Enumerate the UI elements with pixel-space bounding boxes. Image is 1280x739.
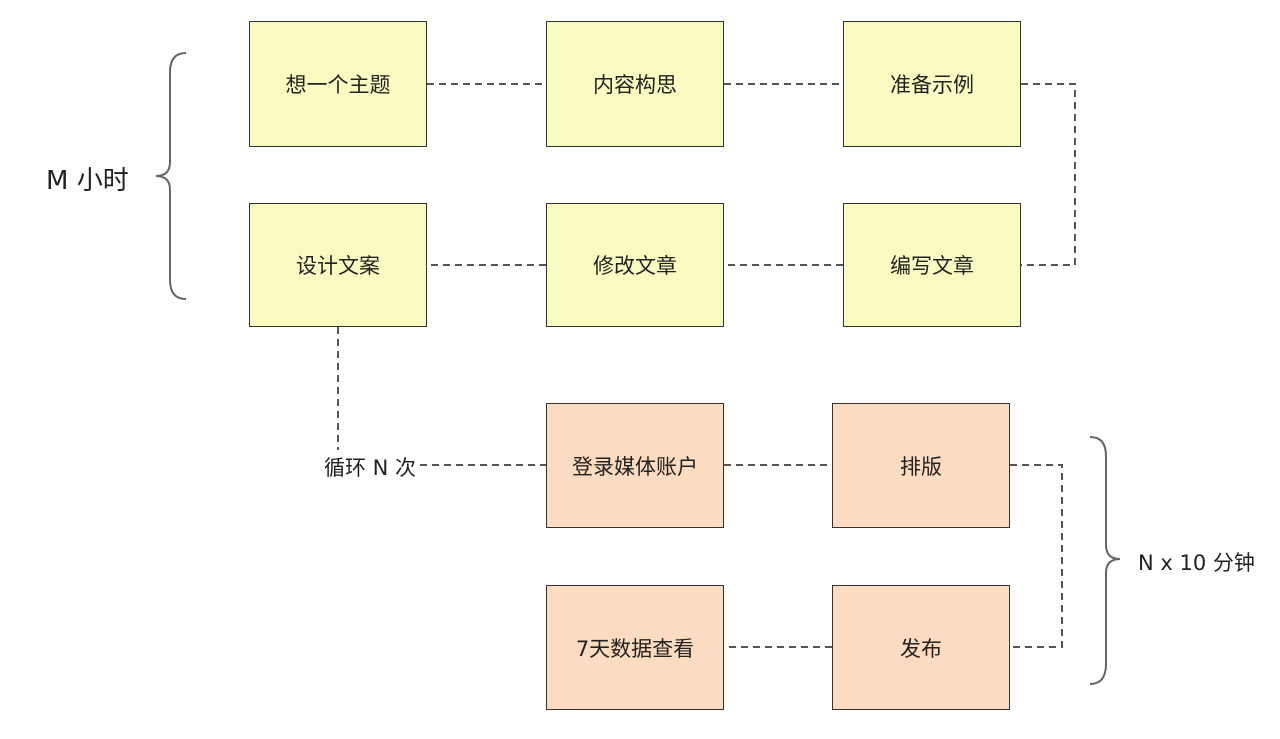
step-copy: 设计文案 [249, 203, 427, 327]
step-stats-label: 7天数据查看 [575, 636, 695, 661]
step-content-label: 内容构思 [593, 73, 677, 97]
step-copy-label: 设计文案 [296, 254, 380, 278]
step-login: 登录媒体账户 [546, 403, 724, 528]
step-layout-label: 排版 [900, 454, 942, 479]
connector-example-write [1021, 83, 1076, 266]
step-layout: 排版 [832, 403, 1010, 528]
step-example: 准备示例 [843, 21, 1021, 147]
m-hours-label: M 小时 [46, 166, 129, 196]
step-theme: 想一个主题 [249, 21, 427, 147]
loop-label: 循环 N 次 [322, 452, 419, 482]
step-publish: 发布 [832, 585, 1010, 710]
step-write-label: 编写文章 [890, 254, 974, 278]
step-example-label: 准备示例 [890, 73, 974, 97]
connector-layout-publish [1010, 464, 1063, 648]
n-minutes-label: N x 10 分钟 [1138, 551, 1255, 575]
step-write: 编写文章 [843, 203, 1021, 327]
step-login-label: 登录媒体账户 [572, 454, 698, 479]
brace-left [155, 52, 187, 300]
step-publish-label: 发布 [900, 636, 942, 661]
step-stats: 7天数据查看 [546, 585, 724, 710]
step-theme-label: 想一个主题 [285, 73, 391, 97]
step-revise: 修改文章 [546, 203, 724, 327]
brace-right [1089, 436, 1121, 685]
step-content: 内容构思 [546, 21, 724, 147]
step-revise-label: 修改文章 [593, 254, 677, 278]
